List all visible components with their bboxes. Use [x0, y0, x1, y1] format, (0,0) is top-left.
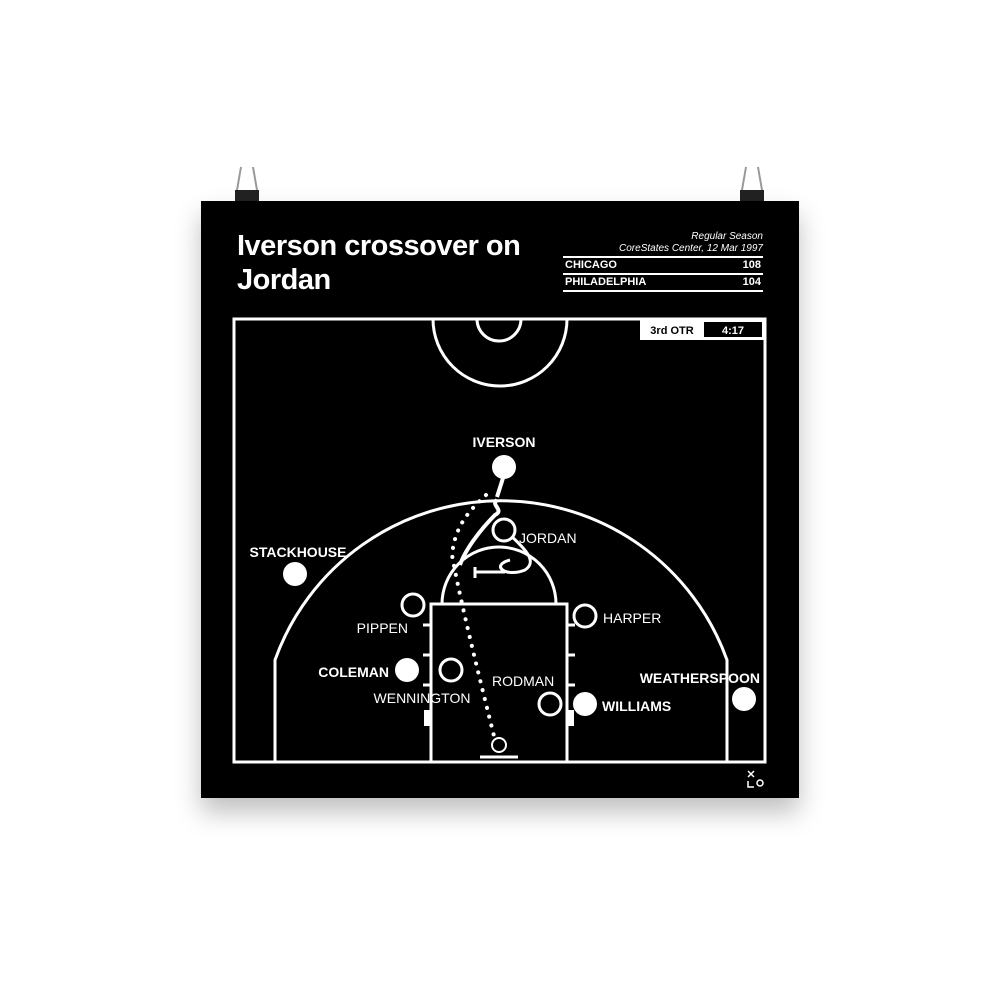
game-type: Regular Season	[691, 231, 763, 242]
iverson-move-path	[495, 477, 505, 498]
player-coleman	[395, 658, 419, 682]
label-jordan: JORDAN	[519, 530, 577, 546]
player-pippen	[400, 592, 426, 618]
score-row: CHICAGO 108	[563, 256, 763, 273]
label-harper: HARPER	[603, 610, 661, 626]
label-stackhouse: STACKHOUSE	[250, 544, 347, 560]
brand-logo-icon	[747, 770, 764, 788]
clock-label: 4:17	[722, 325, 744, 337]
player-williams	[573, 692, 597, 716]
game-info: Regular Season CoreStates Center, 12 Mar…	[563, 231, 763, 255]
player-iverson	[492, 455, 516, 479]
poster-title: Iverson crossover on Jordan	[237, 230, 521, 296]
team-points: 108	[742, 259, 761, 271]
label-wennington: WENNINGTON	[374, 690, 471, 706]
paint	[429, 602, 569, 764]
center-circle	[431, 318, 569, 388]
player-stackhouse	[283, 562, 307, 586]
scoreboard: CHICAGO 108 PHILADELPHIA 104	[563, 256, 763, 292]
label-coleman: COLEMAN	[318, 664, 389, 680]
team-name: PHILADELPHIA	[565, 276, 647, 288]
drive-path	[449, 493, 497, 742]
team-points: 104	[742, 276, 761, 288]
label-pippen: PIPPEN	[357, 620, 408, 636]
player-harper	[572, 603, 598, 629]
period-label: 3rd OTR	[650, 325, 693, 337]
center-circle-inner	[475, 318, 523, 343]
label-rodman: RODMAN	[492, 673, 554, 689]
lane-marks	[423, 623, 575, 687]
player-rodman	[537, 691, 563, 717]
label-iverson: IVERSON	[472, 434, 535, 450]
jordan-path	[499, 528, 532, 575]
basketball-icon	[491, 737, 507, 753]
three-point-line	[273, 499, 729, 762]
label-weatherspoon: WEATHERSPOON	[640, 670, 760, 686]
label-williams: WILLIAMS	[602, 698, 671, 714]
venue-date: CoreStates Center, 12 Mar 1997	[619, 243, 763, 254]
free-throw-circle	[440, 545, 558, 605]
player-jordan	[491, 517, 517, 543]
player-weatherspoon	[732, 687, 756, 711]
player-wennington	[438, 657, 464, 683]
screen-mark	[473, 567, 505, 578]
players	[283, 455, 756, 717]
score-row: PHILADELPHIA 104	[563, 273, 763, 292]
team-name: CHICAGO	[565, 259, 617, 271]
crossover-path	[458, 498, 501, 566]
